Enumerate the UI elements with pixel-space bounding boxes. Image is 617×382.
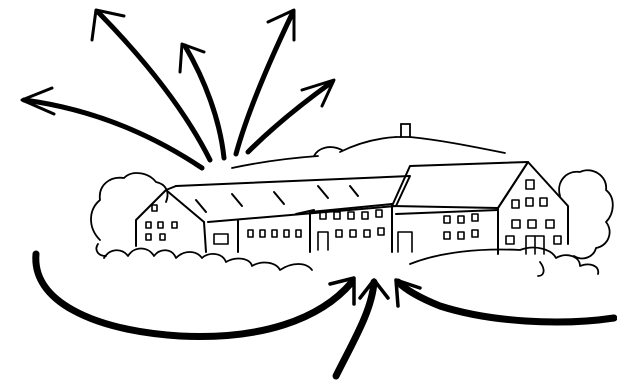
arrow-in-right	[396, 280, 614, 322]
tree-left	[91, 173, 168, 240]
building-middle	[310, 204, 392, 252]
bushes-left	[104, 249, 312, 271]
building-left-windows	[146, 205, 301, 244]
arrow-out-far-right	[248, 80, 334, 152]
building-right-windows	[398, 180, 561, 254]
building-left	[136, 176, 410, 252]
outgoing-arrows	[22, 10, 334, 168]
hilltop-tower	[401, 124, 410, 137]
incoming-arrows	[36, 254, 614, 376]
bushes-right	[410, 248, 598, 274]
building-right	[392, 162, 568, 254]
